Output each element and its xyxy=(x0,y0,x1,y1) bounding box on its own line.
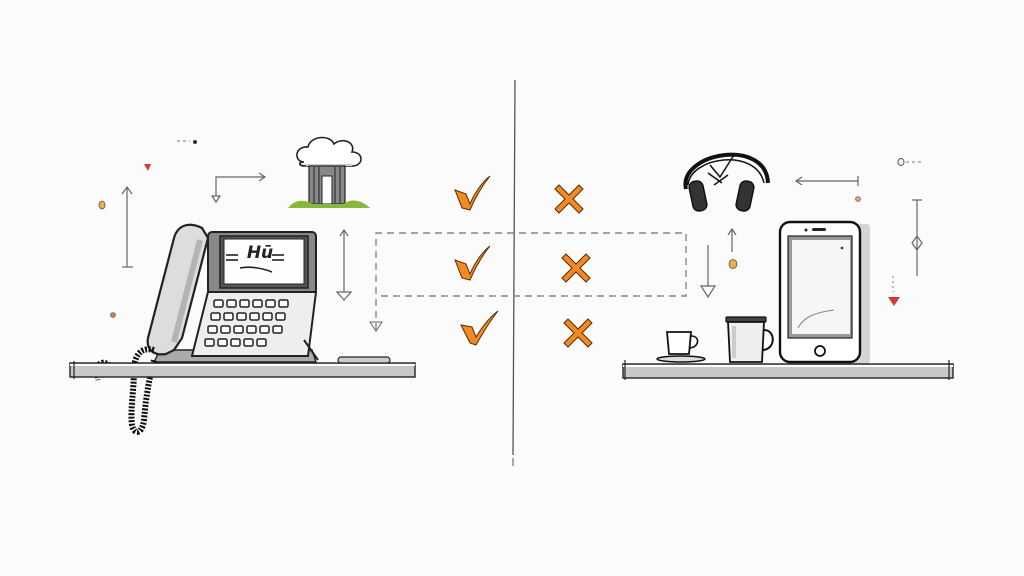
cross-mark-2 xyxy=(561,253,591,283)
mug-icon xyxy=(725,316,774,363)
cross-mark-1 xyxy=(554,184,584,214)
check-mark-3 xyxy=(460,310,499,346)
right-shelf xyxy=(622,360,954,380)
check-mark-1 xyxy=(454,175,491,211)
coffee-cup-icon xyxy=(656,331,706,363)
smartphone-icon xyxy=(778,220,870,364)
phone-screen-text: Hū xyxy=(246,243,274,263)
cross-mark-3 xyxy=(563,318,593,348)
check-mark-2 xyxy=(454,245,491,281)
cloud-building-icon xyxy=(288,136,370,208)
headphones-icon xyxy=(683,152,770,212)
desk-phone-icon xyxy=(94,223,319,435)
left-shelf xyxy=(69,356,416,379)
screen-underline xyxy=(226,254,284,273)
